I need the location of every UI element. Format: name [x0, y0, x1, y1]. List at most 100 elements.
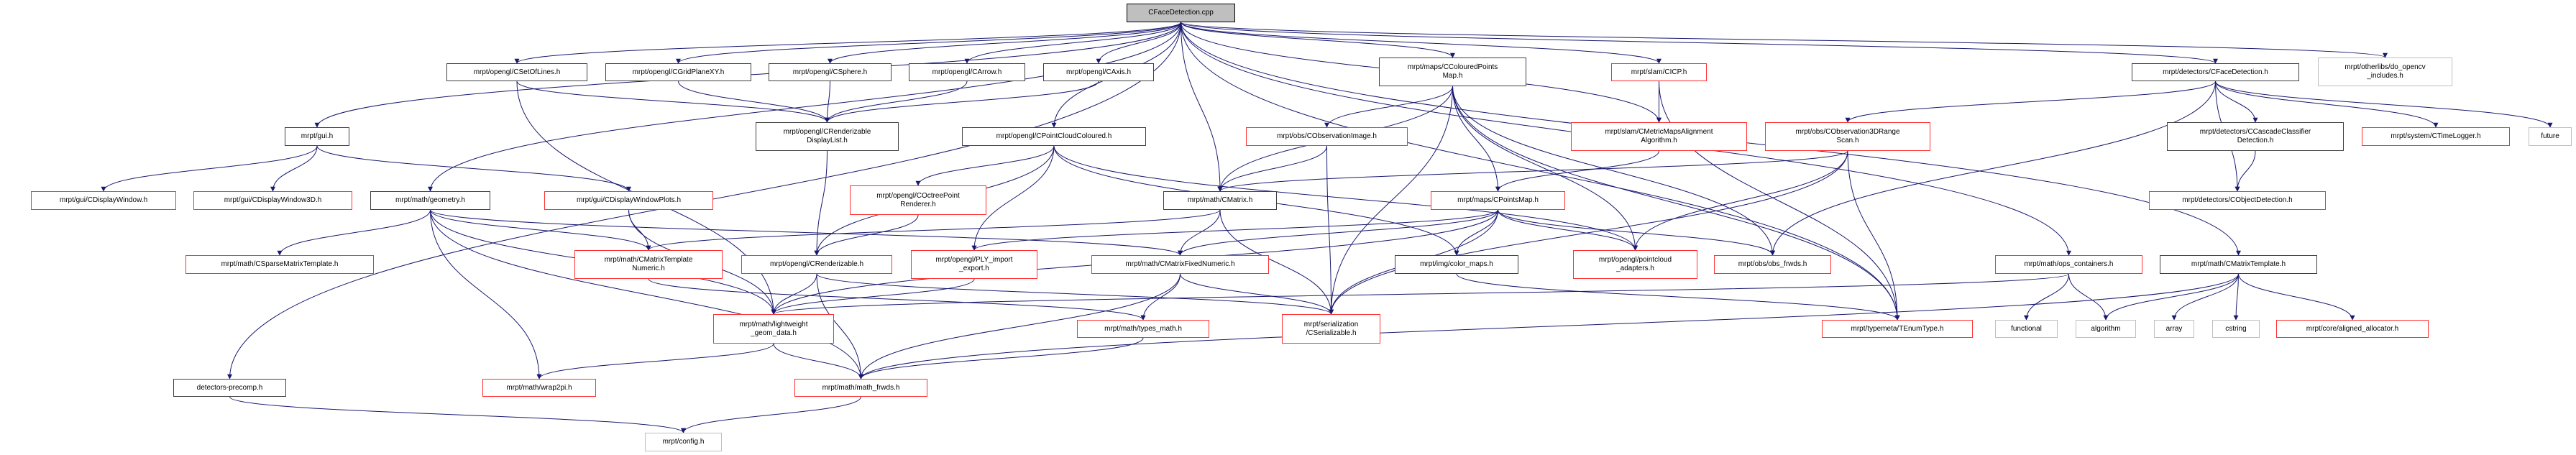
node-label: mrpt/maps/CPointsMap.h: [1457, 196, 1539, 204]
graph-node-future[interactable]: future: [2529, 127, 2572, 146]
graph-node-ply[interactable]: mrpt/opengl/PLY_import_export.h: [911, 250, 1037, 279]
graph-node-cmfn[interactable]: mrpt/math/CMatrixFixedNumeric.h: [1091, 255, 1269, 274]
edge-geometry-to-cmtn: [430, 209, 651, 251]
graph-node-sparse[interactable]: mrpt/math/CSparseMatrixTemplate.h: [185, 255, 374, 274]
graph-node-setoflines[interactable]: mrpt/opengl/CSetOfLines.h: [446, 63, 587, 81]
edge-setoflines-to-crdl: [516, 81, 830, 123]
graph-node-cdw3d[interactable]: mrpt/gui/CDisplayWindow3D.h: [193, 191, 352, 210]
graph-node-cser[interactable]: mrpt/serialization/CSerializable.h: [1282, 314, 1380, 344]
graph-node-tenum[interactable]: mrpt/typemeta/TEnumType.h: [1822, 320, 1973, 338]
graph-node-pcadapt[interactable]: mrpt/opengl/pointcloud_adapters.h: [1573, 250, 1697, 279]
node-label: _export.h: [959, 265, 989, 272]
graph-node-typesmath[interactable]: mrpt/math/types_math.h: [1077, 320, 1209, 338]
graph-node-root[interactable]: CFaceDetection.cpp: [1127, 4, 1235, 22]
graph-node-config[interactable]: mrpt/config.h: [645, 433, 722, 451]
edge-crdl-to-crend: [814, 150, 828, 256]
graph-node-precomp[interactable]: detectors-precomp.h: [173, 379, 286, 397]
edge-root-to-gridplane: [676, 22, 1181, 64]
edge-cfdh-to-future: [2215, 81, 2553, 128]
edge-geometry-to-sparse: [277, 209, 431, 256]
graph-node-geometry[interactable]: mrpt/math/geometry.h: [370, 191, 490, 210]
graph-node-mathfrwds[interactable]: mrpt/math/math_frwds.h: [794, 379, 927, 397]
node-label: mrpt/opengl/pointcloud: [1598, 256, 1672, 264]
node-label: mrpt/opengl/COctreePoint: [876, 191, 960, 200]
node-label: mrpt/slam/CICP.h: [1631, 68, 1687, 76]
node-label: mrpt/slam/CMetricMapsAlignment: [1605, 128, 1713, 136]
graph-node-opscont[interactable]: mrpt/math/ops_containers.h: [1995, 255, 2142, 274]
graph-node-array[interactable]: array: [2154, 320, 2194, 338]
graph-node-cicp[interactable]: mrpt/slam/CICP.h: [1611, 63, 1707, 81]
graph-node-aligned[interactable]: mrpt/core/aligned_allocator.h: [2276, 320, 2429, 338]
edge-obs3d-to-cser: [1329, 150, 1848, 315]
graph-node-crend[interactable]: mrpt/opengl/CRenderizable.h: [741, 255, 892, 274]
graph-node-pcc[interactable]: mrpt/opengl/CPointCloudColoured.h: [962, 127, 1146, 146]
edge-gridplane-to-crdl: [678, 81, 830, 123]
node-label: Detection.h: [2237, 137, 2274, 144]
node-label: mrpt/opengl/CRenderizable.h: [769, 260, 864, 268]
edge-root-to-cfdh: [1181, 22, 2218, 64]
edge-cmatrix-to-cmfn: [1178, 209, 1221, 256]
node-label: Algorithm.h: [1641, 137, 1677, 144]
edge-pcc-to-octree: [915, 145, 1055, 186]
edge-cmfn-to-cser: [1180, 273, 1334, 315]
node-label: _geom_data.h: [751, 328, 797, 337]
graph-node-functional[interactable]: functional: [1995, 320, 2058, 338]
graph-node-gridplane[interactable]: mrpt/opengl/CGridPlaneXY.h: [605, 63, 751, 81]
edge-gui-to-cdw: [101, 145, 318, 192]
edge-cmt-to-aligned: [2238, 273, 2355, 321]
edge-crend-to-cser: [816, 273, 1334, 315]
graph-node-cfdh[interactable]: mrpt/detectors/CFaceDetection.h: [2132, 63, 2299, 81]
node-label: mrpt/obs/obs_frwds.h: [1738, 260, 1807, 268]
graph-node-cmt[interactable]: mrpt/math/CMatrixTemplate.h: [2160, 255, 2317, 274]
graph-node-wrap2pi[interactable]: mrpt/math/wrap2pi.h: [482, 379, 596, 397]
graph-node-cmatrix[interactable]: mrpt/math/CMatrix.h: [1163, 191, 1277, 210]
graph-node-colormaps[interactable]: mrpt/img/color_maps.h: [1395, 255, 1518, 274]
edge-root-to-axis: [1096, 22, 1181, 64]
graph-node-algorithm[interactable]: algorithm: [2076, 320, 2136, 338]
graph-node-cdwp[interactable]: mrpt/gui/CDisplayWindowPlots.h: [544, 191, 713, 210]
node-label: mrpt/opengl/CSphere.h: [792, 68, 868, 76]
edge-lightweight-to-mathfrwds: [773, 343, 863, 380]
graph-node-obsfrwds[interactable]: mrpt/obs/obs_frwds.h: [1714, 255, 1831, 274]
edge-obsimage-to-cser: [1326, 145, 1334, 315]
graph-node-arrow[interactable]: mrpt/opengl/CArrow.h: [909, 63, 1025, 81]
node-label: DisplayList.h: [807, 137, 848, 144]
graph-node-gui[interactable]: mrpt/gui.h: [285, 127, 349, 146]
graph-node-opencv[interactable]: mrpt/otherlibs/do_opencv_includes.h: [2318, 58, 2452, 86]
graph-node-sphere[interactable]: mrpt/opengl/CSphere.h: [769, 63, 891, 81]
graph-node-obsimage[interactable]: mrpt/obs/CObservationImage.h: [1246, 127, 1408, 146]
edge-cfdh-to-obs3d: [1845, 81, 2216, 123]
edge-ccpm-to-tenum: [1452, 86, 1900, 321]
graph-node-axis[interactable]: mrpt/opengl/CAxis.h: [1043, 63, 1154, 81]
graph-node-cdw[interactable]: mrpt/gui/CDisplayWindow.h: [31, 191, 176, 210]
edge-crend-to-mathfrwds: [816, 273, 863, 380]
graph-node-timelogger[interactable]: mrpt/system/CTimeLogger.h: [2362, 127, 2510, 146]
node-label: algorithm: [2091, 324, 2121, 333]
node-label: Scan.h: [1836, 137, 1859, 144]
edge-cmt-to-algorithm: [2103, 273, 2239, 321]
edge-lightweight-to-wrap2pi: [536, 343, 774, 380]
node-label: mrpt/opengl/CAxis.h: [1065, 68, 1132, 76]
node-label: mrpt/detectors/CCascadeClassifier: [2199, 128, 2311, 136]
graph-node-cstring[interactable]: cstring: [2212, 320, 2260, 338]
edge-root-to-arrow: [964, 22, 1181, 64]
graph-node-objdet[interactable]: mrpt/detectors/CObjectDetection.h: [2149, 191, 2326, 210]
edge-cfdh-to-timelogger: [2215, 81, 2439, 128]
edge-cmatrix-to-cser: [1219, 209, 1334, 315]
node-label: _includes.h: [2367, 72, 2403, 80]
node-label: mrpt/gui/CDisplayWindow3D.h: [224, 196, 322, 204]
edge-root-to-sphere: [828, 22, 1181, 64]
graph-node-lightweight[interactable]: mrpt/math/lightweight_geom_data.h: [713, 314, 834, 344]
graph-node-cpm[interactable]: mrpt/maps/CPointsMap.h: [1431, 191, 1565, 210]
edge-sphere-to-crdl: [825, 81, 830, 123]
node-label: mrpt/math/lightweight: [739, 320, 808, 328]
edge-obs3d-to-tenum: [1847, 150, 1900, 321]
